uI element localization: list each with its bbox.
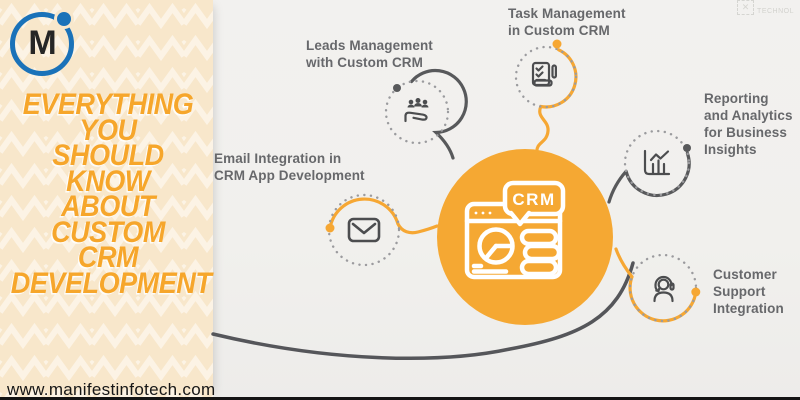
title-line: ABOUT [61, 190, 155, 223]
leads-dotted-circle [384, 79, 450, 145]
email-node-dot [325, 223, 335, 233]
logo-letter: M [28, 23, 56, 62]
leads-solid-arc [410, 68, 468, 160]
watermark-icon: ✕ [737, 0, 755, 15]
reporting-node-dot [683, 144, 691, 152]
crm-bubble: CRM [502, 180, 566, 227]
corner-watermark: ✕ TECHNOL [737, 0, 794, 15]
title-line: EVERYTHING [22, 88, 194, 121]
manifest-logo: M [10, 12, 74, 76]
support-node-dot [691, 287, 701, 297]
label-reporting: Reporting and Analytics for Business Ins… [704, 91, 793, 157]
title-line: DEVELOPMENT [10, 266, 212, 300]
website-url: www.manifestinfotech.com [7, 380, 216, 399]
label-leads: Leads Management with Custom CRM [306, 38, 433, 70]
swoosh-line [211, 261, 635, 361]
reporting-dotted-circle [623, 129, 691, 197]
people-in-hand-icon [404, 98, 429, 123]
headset-person-icon [653, 275, 675, 303]
envelope-icon [347, 217, 381, 243]
email-solid-arc [328, 197, 439, 235]
watermark-text: TECHNOL [757, 8, 794, 15]
label-support: Customer Support Integration [713, 267, 784, 316]
task-dotted-circle [514, 45, 578, 109]
logo-dot-icon [57, 12, 71, 26]
crm-browser-icon [464, 201, 563, 280]
title-line: KNOW [66, 164, 150, 198]
bar-chart-icon [643, 149, 671, 176]
title-line: CRM [77, 241, 139, 274]
task-node-dot [552, 39, 562, 49]
title-line: SHOULD [52, 139, 164, 172]
reporting-solid-arc [607, 151, 691, 204]
title-line: CUSTOM [51, 215, 165, 249]
label-task: Task Management in Custom CRM [508, 6, 626, 38]
title-line: YOU [79, 113, 137, 147]
checklist-pen-icon [531, 61, 558, 87]
task-solid-arc [535, 48, 578, 154]
label-email: Email Integration in CRM App Development [214, 151, 365, 183]
email-dotted-circle [327, 193, 401, 267]
page-title: EVERYTHING YOU SHOULD KNOW ABOUT CUSTOM … [0, 88, 216, 300]
footer-bar [0, 397, 800, 400]
crm-bubble-text: CRM [512, 190, 555, 209]
database-stack-glyph [519, 228, 559, 247]
leads-node-dot [393, 84, 401, 92]
